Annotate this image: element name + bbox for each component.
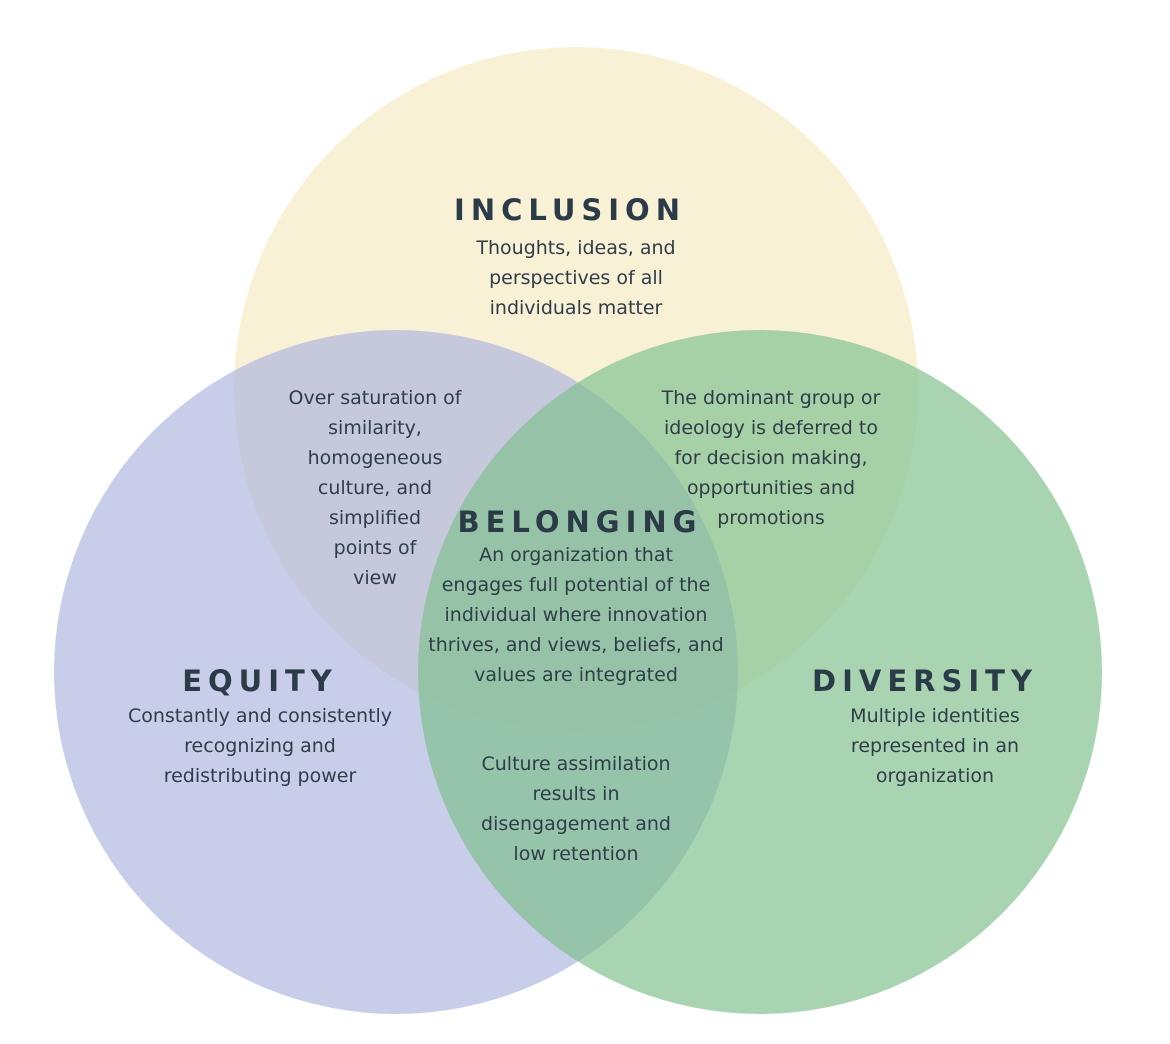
text-line: disengagement and (481, 813, 671, 835)
inclusion-equity-overlap-text: Over saturation of similarity, homogeneous… (270, 383, 480, 593)
text-line: redistributing power (163, 765, 357, 787)
text-line: thrives, and views, beliefs, and (428, 634, 724, 656)
text-line: An organization that (479, 544, 673, 566)
diversity-title: DIVERSITY (812, 664, 1038, 698)
inclusion-title: INCLUSION (454, 193, 686, 227)
text-line: perspectives of all (489, 267, 663, 289)
text-line: The dominant group or (661, 387, 881, 409)
text-line: view (353, 567, 397, 589)
text-line: results in (532, 783, 620, 805)
text-line: Thoughts, ideas, and (476, 237, 676, 259)
text-line: individual where innovation (444, 604, 708, 626)
text-line: recognizing and (184, 735, 336, 757)
text-line: opportunities and (686, 477, 856, 499)
diversity-description: Multiple identities represented in an orga… (800, 701, 1070, 791)
inclusion-description: Thoughts, ideas, and perspectives of all i… (400, 233, 752, 323)
inclusion-diversity-overlap-text: The dominant group or ideology is deferre… (636, 383, 906, 533)
text-line: Over saturation of (288, 387, 462, 409)
text-line: values are integrated (474, 664, 678, 686)
belonging-description: An organization that engages full potenti… (400, 540, 752, 690)
text-line: ideology is deferred to (664, 417, 878, 439)
text-line: Constantly and consistently (127, 705, 393, 727)
text-line: for decision making, (674, 447, 868, 469)
belonging-title: BELONGING (457, 505, 703, 539)
text-line: similarity, (328, 417, 422, 439)
text-line: Culture assimilation (481, 753, 671, 775)
equity-diversity-overlap-text: Culture assimilation results in disengagem… (456, 749, 696, 869)
text-line: Multiple identities (850, 705, 1020, 727)
text-line: promotions (717, 507, 825, 529)
equity-description: Constantly and consistently recognizing a… (110, 701, 410, 791)
equity-title: EQUITY (182, 664, 338, 698)
text-line: points of (333, 537, 417, 559)
text-line: individuals matter (489, 297, 663, 319)
text-line: low retention (513, 843, 639, 865)
text-line: homogeneous (307, 447, 443, 469)
diversity-circle (418, 330, 1102, 1014)
text-line: organization (875, 765, 995, 787)
text-line: engages full potential of the (441, 574, 711, 596)
text-line: culture, and (317, 477, 433, 499)
text-line: simplified (328, 507, 422, 529)
text-line: represented in an (850, 735, 1020, 757)
